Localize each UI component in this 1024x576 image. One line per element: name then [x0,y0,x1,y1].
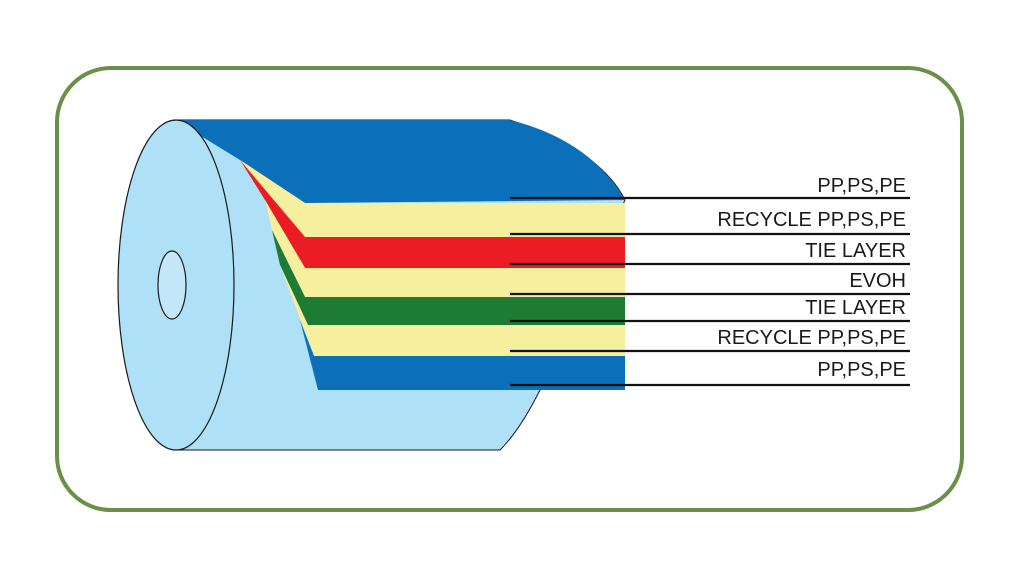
layer-label: PP,PS,PE [817,359,906,381]
layer-label: TIE LAYER [805,240,906,262]
leader-lines [510,196,910,387]
layer-label: RECYCLE PP,PS,PE [717,209,906,231]
layer-label: PP,PS,PE [817,175,906,197]
layer-evoh [265,200,625,297]
layer-label: RECYCLE PP,PS,PE [717,327,906,349]
layer-label: TIE LAYER [805,297,906,319]
roll-core-hole [157,250,187,320]
layer-tie-red [240,160,625,268]
layer-recycle-2 [280,265,625,356]
layer-tie-green [272,230,625,325]
layer-recycle-1 [240,160,625,237]
layer-top-blue [175,120,625,203]
layer-bottom-blue [300,320,625,390]
layer-label: EVOH [849,270,906,292]
